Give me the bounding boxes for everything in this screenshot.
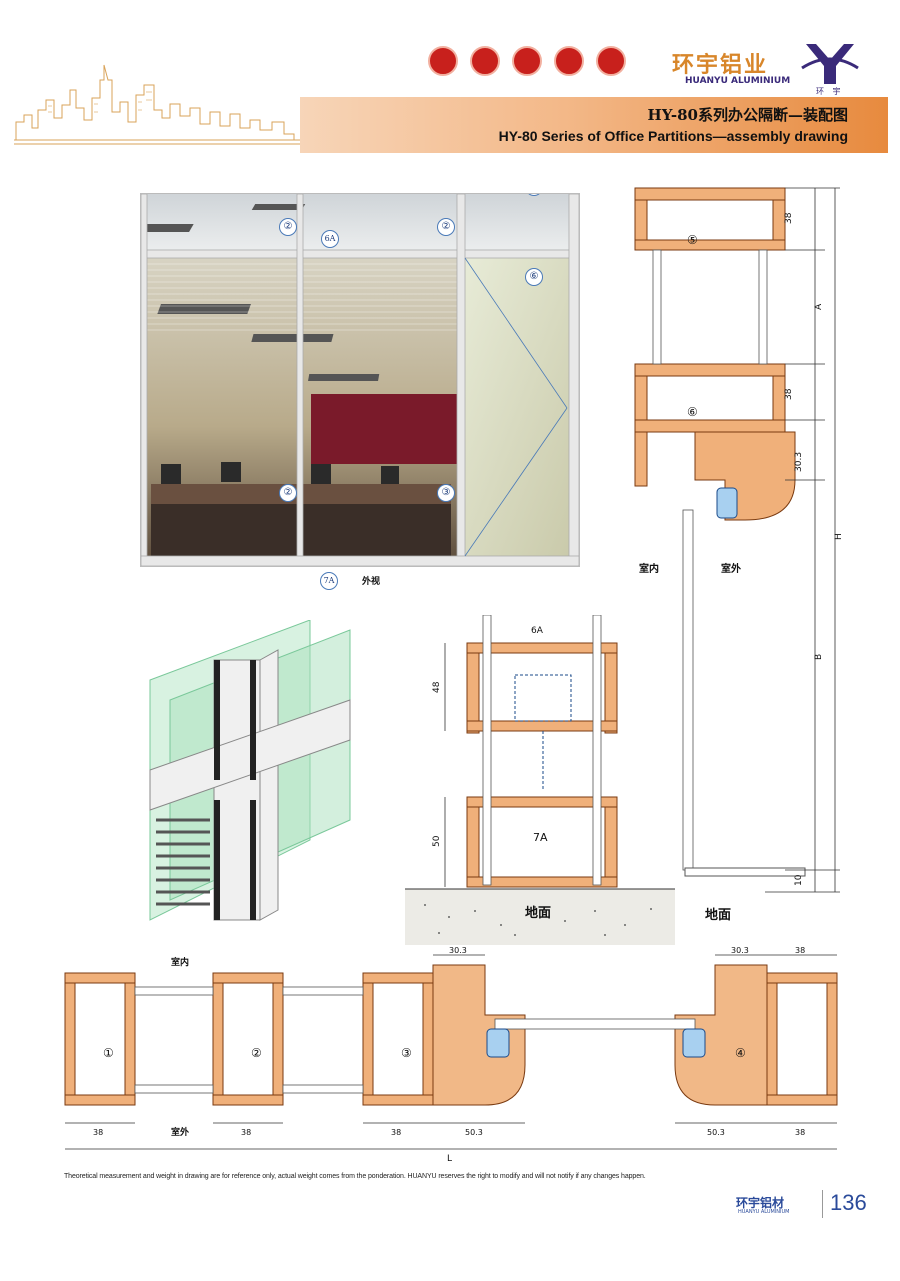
callout-6a: 6A (321, 230, 339, 248)
ground-label-right: 地面 (705, 908, 732, 923)
callout-2-top-left: ② (279, 218, 297, 236)
h-callout-4: ④ (735, 1046, 746, 1060)
dim-48: 48 (432, 681, 442, 693)
indoor-label-horizontal: 室内 (171, 956, 189, 968)
outdoor-label-horizontal: 室外 (171, 1126, 189, 1138)
dim-bottom-38-right: 38 (795, 1128, 805, 1137)
dim-bottom-38-1: 38 (93, 1128, 103, 1137)
badge-icon (470, 46, 500, 76)
brand-name-en: HUANYU ALUMINIUM (685, 76, 791, 86)
base-callout-6a: 6A (531, 626, 544, 636)
callout-2-top-right: ② (437, 218, 455, 236)
3d-cutaway-illustration (149, 620, 351, 921)
callout-6: ⑥ (525, 268, 543, 286)
horizontal-section-drawing: ① ② ③ ④ 室内 室外 30.3 30.3 38 38 38 38 50.3… (64, 946, 838, 1164)
base-callout-7a: 7A (533, 831, 548, 844)
footer-divider (822, 1190, 823, 1218)
badge-icon (596, 46, 626, 76)
h-callout-2: ② (251, 1046, 262, 1060)
footer-brand: 环宇铝材 (736, 1196, 785, 1210)
dim-top-30-3-right: 30.3 (731, 946, 749, 955)
dim-38-mid: 38 (784, 388, 794, 400)
dim-a: A (814, 303, 824, 310)
badge-icon (428, 46, 458, 76)
dim-bottom-38-2: 38 (241, 1128, 251, 1137)
callout-3: ③ (437, 484, 455, 502)
dim-bottom-38-3: 38 (391, 1128, 401, 1137)
dim-total-l: L (447, 1154, 452, 1164)
dim-10: 10 (794, 874, 804, 886)
section-callout-6: ⑥ (687, 405, 698, 419)
dim-h: H (834, 533, 844, 540)
ground-label: 地面 (525, 905, 551, 921)
huanyu-logo-icon (801, 44, 859, 84)
callout-7a: 7A (320, 572, 338, 590)
dim-top-30-3-left: 30.3 (449, 946, 467, 955)
badge-icon (554, 46, 584, 76)
base-section-drawing: 6A 7A 48 50 地面 地面 (405, 615, 675, 945)
h-callout-1: ① (103, 1046, 114, 1060)
dim-top-38-right: 38 (795, 946, 805, 955)
photo-caption: 外视 (362, 577, 381, 587)
skyline-illustration (14, 64, 304, 145)
callout-2-bottom: ② (279, 484, 297, 502)
vertical-section-drawing: ⑤ ⑥ 38 A 38 30.3 H B 10 室内 室外 (634, 187, 844, 893)
dim-bottom-50-3-right: 50.3 (707, 1128, 725, 1137)
dim-50: 50 (432, 835, 442, 847)
certification-badges (428, 46, 628, 86)
page-title-en: HY-80 Series of Office Partitions—assemb… (498, 128, 848, 144)
outdoor-label-vertical: 室外 (721, 562, 741, 575)
office-partition-photo: ① ② 6A ② ⑤ ④ ⑥ ① ② ③ ④ (140, 193, 580, 567)
title-band (300, 97, 888, 153)
dim-30-3: 30.3 (794, 452, 804, 472)
dim-38-top: 38 (784, 212, 794, 224)
brand-name-cn: 环宇铝业 (672, 53, 769, 78)
page-number: 136 (830, 1190, 867, 1215)
badge-icon (512, 46, 542, 76)
disclaimer-text: Theoretical measurement and weight in dr… (64, 1173, 646, 1180)
office-interior-image (141, 194, 579, 566)
footer-brand-en: HUANYU ALUMINIUM (738, 1209, 790, 1215)
dim-bottom-50-3-left: 50.3 (465, 1128, 483, 1137)
dim-b: B (814, 654, 824, 660)
h-callout-3: ③ (401, 1046, 412, 1060)
section-callout-5: ⑤ (687, 233, 698, 247)
indoor-label-vertical: 室内 (639, 562, 659, 575)
page-title-cn: HY-80系列办公隔断—装配图 (647, 106, 848, 124)
logo-subtitle: 环 宇 (816, 87, 844, 96)
